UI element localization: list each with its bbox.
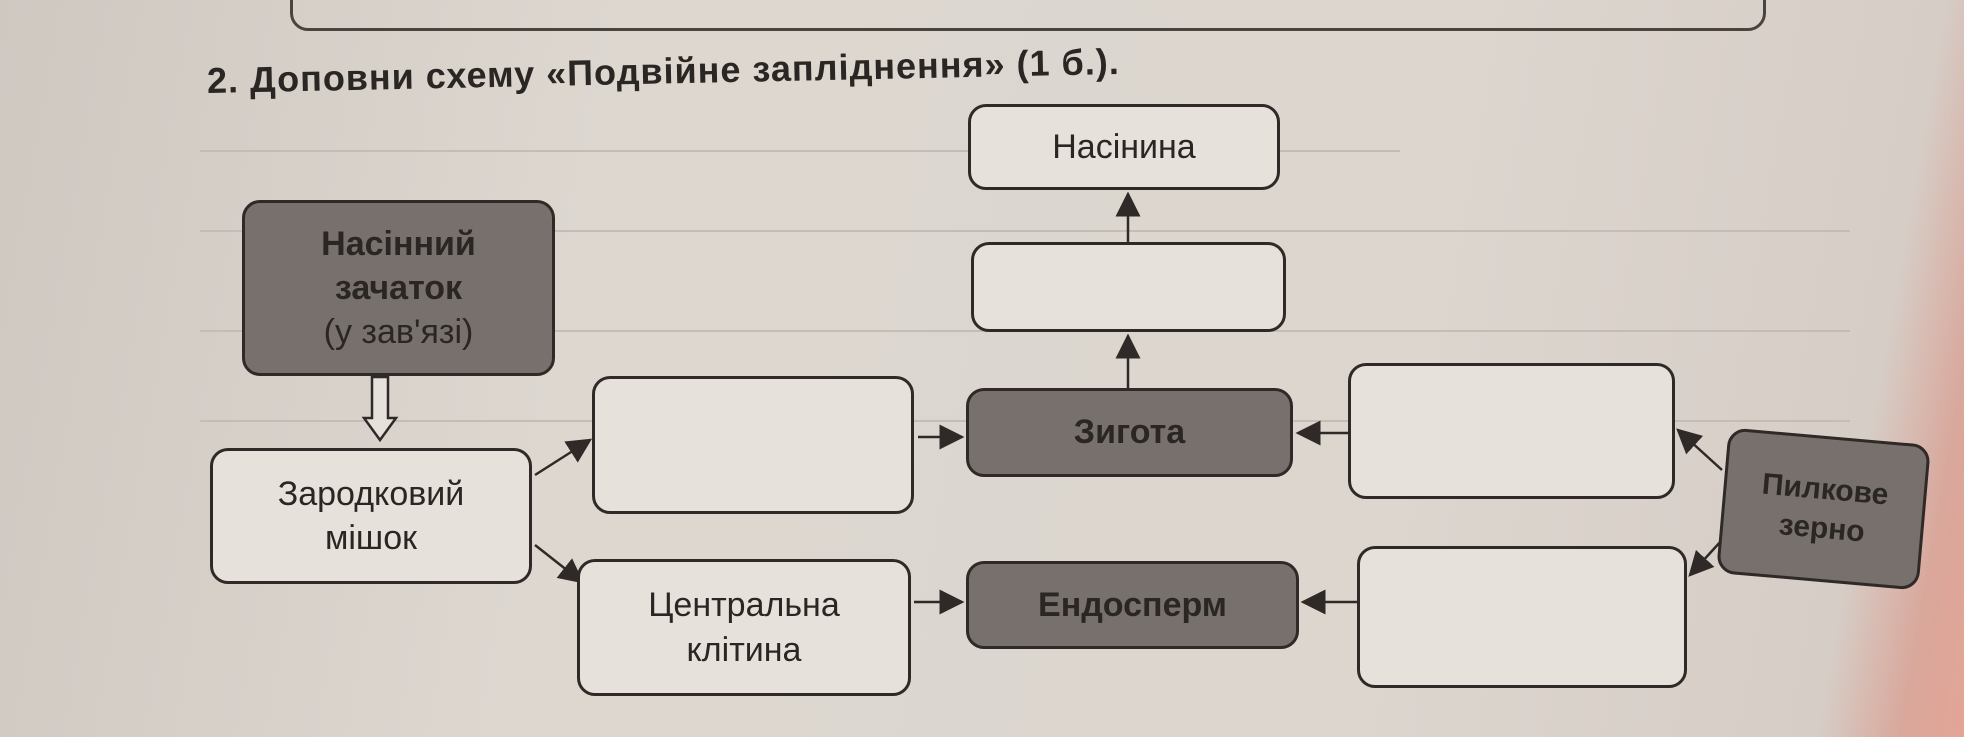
blank-box-top[interactable] <box>971 242 1286 332</box>
blank-box-right[interactable] <box>1348 363 1675 499</box>
seed-label: Насінина <box>1052 127 1196 166</box>
previous-task-frame <box>290 0 1766 31</box>
seed-box: Насінина <box>968 104 1280 190</box>
endosperm-box: Ендосперм <box>966 561 1299 649</box>
arrow-pollen-to-blank-top <box>1676 428 1723 471</box>
ruled-line <box>200 230 1850 232</box>
central-cell-box: Центральна клітина <box>577 559 911 696</box>
ovule-label-3: (у зав'язі) <box>323 313 474 352</box>
arrow-sac-to-central <box>534 544 584 584</box>
embryo-sac-label-1: Зародковий <box>277 474 465 513</box>
ovule-label-2: зачаток <box>334 268 463 307</box>
embryo-sac-box: Зародковий мішок <box>210 448 532 584</box>
blank-box-left[interactable] <box>592 376 914 514</box>
ruled-line <box>200 150 1400 152</box>
endosperm-label: Ендосперм <box>1038 585 1227 624</box>
hollow-arrow-down <box>361 375 399 443</box>
arrow-sac-to-blank <box>534 438 593 477</box>
central-label-1: Центральна <box>648 586 840 625</box>
blank-box-bottom-right[interactable] <box>1357 546 1687 688</box>
ovule-label-1: Насінний <box>321 224 476 263</box>
zygote-label: Зигота <box>1073 413 1186 452</box>
embryo-sac-label-2: мішок <box>324 519 417 557</box>
central-label-2: клітина <box>686 630 802 669</box>
arrow-pollen-to-blank-bottom <box>1688 539 1723 577</box>
ovule-box: Насінний зачаток (у зав'язі) <box>242 200 555 376</box>
zygote-box: Зигота <box>966 388 1293 477</box>
